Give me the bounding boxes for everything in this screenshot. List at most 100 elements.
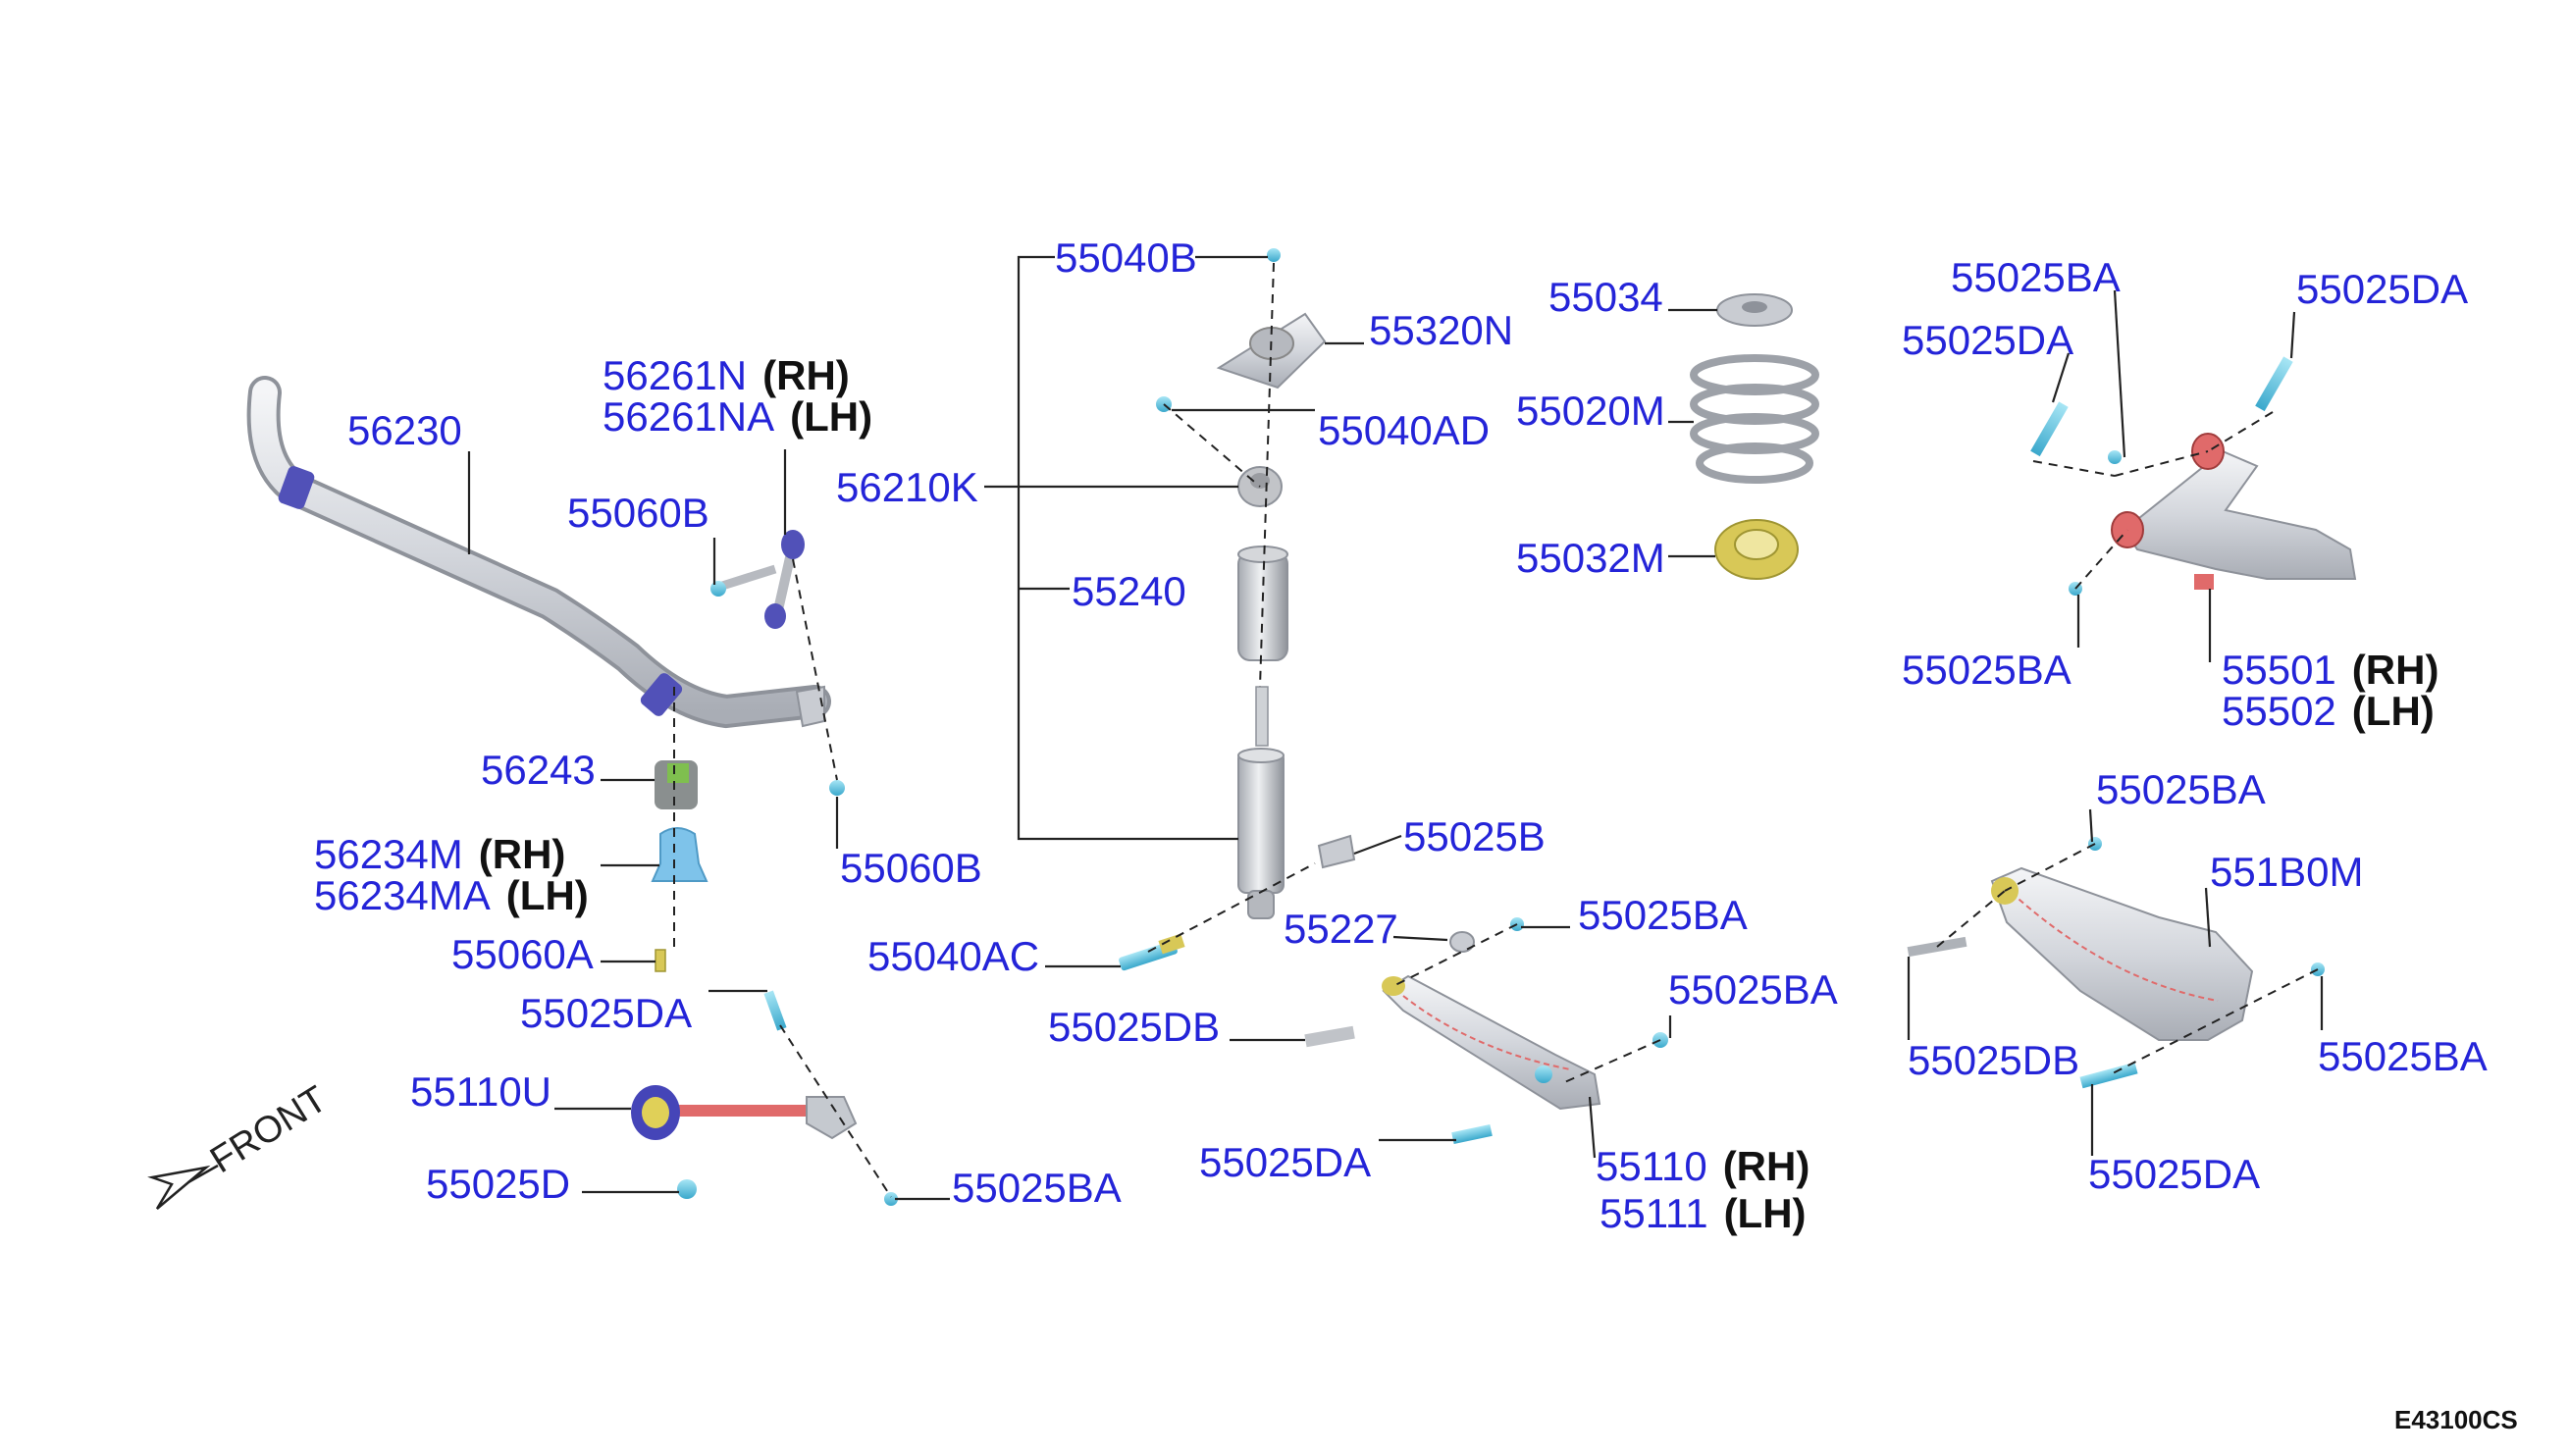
part-number-link[interactable]: 55025DA	[1199, 1139, 1372, 1185]
callout-55025ba-la-right: 55025BA	[2318, 1036, 2488, 1077]
side-indicator: (LH)	[790, 393, 873, 440]
callout-55025ba-ua-bottom: 55025BA	[1902, 650, 2072, 691]
stabilizer-bar	[246, 376, 831, 729]
callout-56234ma: 56234MA (LH)	[314, 875, 589, 916]
part-number-link[interactable]: 55025B	[1403, 813, 1546, 859]
part-number-link[interactable]: 55025BA	[1668, 966, 1838, 1013]
clamp-bolt	[655, 949, 666, 972]
callout-55227: 55227	[1284, 909, 1398, 950]
callout-55060a: 55060A	[451, 934, 594, 975]
lower-arm-551b0m	[1907, 837, 2325, 1089]
side-indicator: (RH)	[478, 831, 566, 877]
callout-55025d: 55025D	[426, 1164, 570, 1205]
part-number-link[interactable]: 55240	[1072, 568, 1186, 614]
toe-link-rod	[631, 990, 898, 1206]
callout-55025ba-left: 55025BA	[952, 1168, 1122, 1209]
callout-55034: 55034	[1548, 277, 1663, 318]
part-number-link[interactable]: 56261NA	[603, 393, 775, 440]
part-number-link[interactable]: 55025DA	[520, 990, 693, 1036]
part-number-link[interactable]: 55034	[1548, 274, 1663, 320]
part-number-link[interactable]: 55040AD	[1318, 407, 1491, 453]
part-number-link[interactable]: 55025DA	[2088, 1151, 2261, 1197]
part-number-link[interactable]: 55025BA	[1578, 892, 1748, 938]
leader-lines	[467, 255, 2324, 1201]
part-number-link[interactable]: 55025BA	[2318, 1033, 2488, 1079]
part-number-link[interactable]: 55502	[2222, 688, 2336, 734]
callout-55320n: 55320N	[1369, 310, 1513, 351]
callout-55040ad: 55040AD	[1318, 410, 1490, 451]
part-number-link[interactable]: 55020M	[1516, 388, 1665, 434]
callout-56210k: 56210K	[836, 467, 978, 508]
callout-55025da-mid: 55025DA	[1199, 1142, 1371, 1183]
callout-55025da-la: 55025DA	[2088, 1154, 2260, 1195]
part-number-link[interactable]: 55060B	[840, 845, 982, 891]
part-number-link[interactable]: 55025DA	[1902, 317, 2074, 363]
coil-spring	[1690, 354, 1819, 484]
part-number-link[interactable]: 55501	[2222, 647, 2336, 693]
part-number-link[interactable]: 56243	[481, 747, 596, 793]
callout-55025ba-mid1: 55025BA	[1578, 895, 1748, 936]
side-indicator: (LH)	[505, 872, 589, 918]
callout-56234m: 56234M (RH)	[314, 834, 565, 875]
part-number-link[interactable]: 55025BA	[2096, 766, 2266, 812]
part-number-link[interactable]: 56261N	[603, 352, 748, 398]
callout-56261na: 56261NA (LH)	[603, 396, 872, 438]
part-number-link[interactable]: 56210K	[836, 464, 978, 510]
callout-56230: 56230	[347, 410, 462, 451]
lower-link-55110	[1304, 917, 1668, 1145]
stabilizer-bushing	[655, 760, 698, 809]
part-number-link[interactable]: 55025DB	[1048, 1004, 1221, 1050]
part-number-link[interactable]: 55025DA	[2296, 266, 2469, 312]
part-number-link[interactable]: 55320N	[1369, 307, 1514, 353]
stabilizer-clamp	[651, 827, 708, 882]
part-number-link[interactable]: 55025DB	[1908, 1037, 2080, 1083]
part-number-link[interactable]: 55032M	[1516, 535, 1665, 581]
part-number-link[interactable]: 55025D	[426, 1161, 571, 1207]
callout-56243: 56243	[481, 750, 596, 791]
part-number-link[interactable]: 55025BA	[952, 1165, 1122, 1211]
part-number-link[interactable]: 55040AC	[867, 933, 1040, 979]
callout-551b0m: 551B0M	[2210, 852, 2363, 893]
callout-55025da-ua-right: 55025DA	[2296, 269, 2468, 310]
callout-55110u: 55110U	[410, 1071, 551, 1113]
dust-cover	[1237, 546, 1288, 661]
side-indicator: (RH)	[762, 352, 850, 398]
part-number-link[interactable]: 56234M	[314, 831, 463, 877]
callout-55025b: 55025B	[1403, 816, 1546, 858]
callout-55025ba-mid2: 55025BA	[1668, 969, 1838, 1011]
side-indicator: (LH)	[2351, 688, 2435, 734]
spring-lower-seat	[1714, 519, 1799, 580]
callout-55040b: 55040B	[1055, 237, 1197, 279]
side-indicator: (RH)	[2351, 647, 2439, 693]
part-number-link[interactable]: 551B0M	[2210, 849, 2364, 895]
callout-55020m: 55020M	[1516, 390, 1665, 432]
callout-55240: 55240	[1072, 571, 1186, 612]
callout-55025db-mid: 55025DB	[1048, 1007, 1220, 1048]
part-number-link[interactable]: 55111	[1600, 1190, 1708, 1236]
diagram-code: E43100CS	[2394, 1405, 2518, 1434]
callout-55110: 55110 (RH)	[1596, 1146, 1809, 1187]
assembly-lines	[673, 262, 2319, 1198]
spring-upper-seat	[1716, 293, 1793, 327]
part-number-link[interactable]: 55060B	[567, 490, 709, 536]
part-number-link[interactable]: 55025BA	[1951, 254, 2121, 300]
part-number-link[interactable]: 56234MA	[314, 872, 491, 918]
side-indicator: (RH)	[1722, 1143, 1810, 1189]
callout-55111: 55111(LH)	[1600, 1193, 1807, 1234]
callout-55032m: 55032M	[1516, 538, 1665, 579]
part-number-link[interactable]: 55227	[1284, 906, 1398, 952]
part-number-link[interactable]: 55025BA	[1902, 647, 2072, 693]
callout-55040ac: 55040AC	[867, 936, 1039, 977]
shock-bolts	[1119, 834, 1356, 971]
part-number-link[interactable]: 55110U	[410, 1068, 552, 1115]
callout-55501: 55501 (RH)	[2222, 650, 2439, 691]
part-number-link[interactable]: 55040B	[1055, 234, 1197, 281]
part-number-link[interactable]: 55060A	[451, 931, 594, 977]
part-number-link[interactable]: 55110	[1596, 1143, 1707, 1189]
front-arrow-icon	[147, 1164, 219, 1210]
upper-arm	[2030, 356, 2357, 596]
callout-55025da-left: 55025DA	[520, 993, 692, 1034]
part-number-link[interactable]: 56230	[347, 407, 462, 453]
callout-55025ba-ua-top: 55025BA	[1951, 257, 2121, 298]
